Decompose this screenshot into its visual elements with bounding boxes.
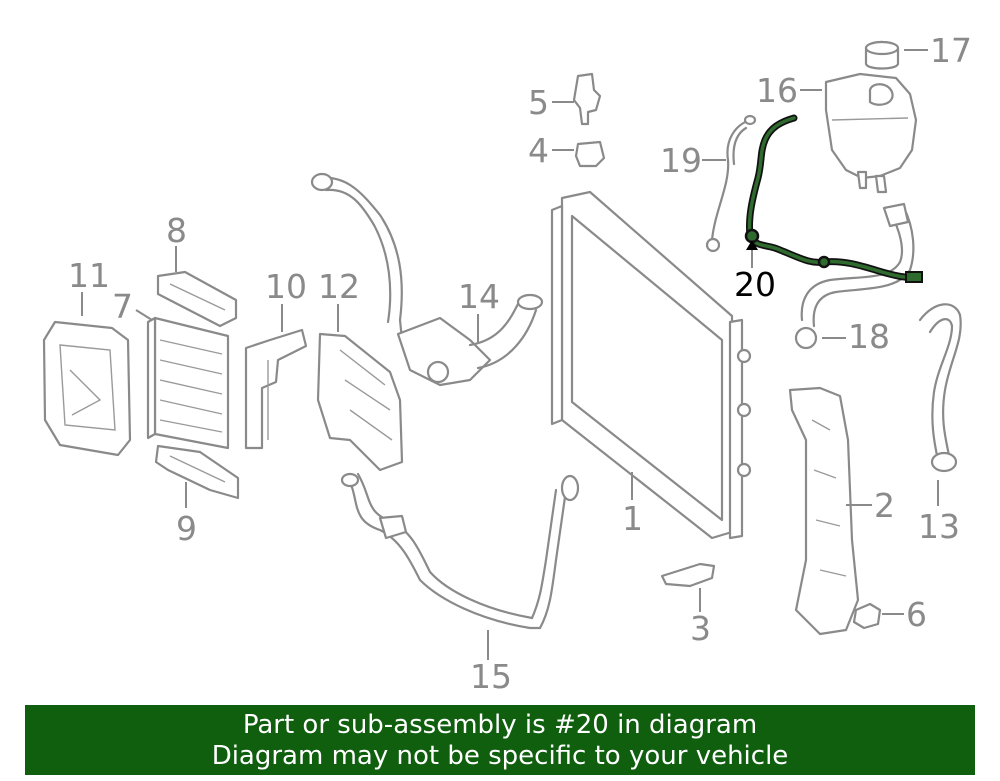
part-19-bleed-hose[interactable] [705,114,757,253]
banner-line-2: Diagram may not be specific to your vehi… [211,741,789,771]
part-20-clamp [817,255,831,269]
callout-1[interactable]: 1 [622,499,643,538]
part-16-expansion-tank[interactable] [824,72,918,194]
callout-19[interactable]: 19 [660,141,702,180]
callout-9[interactable]: 9 [176,509,197,548]
callout-5[interactable]: 5 [528,83,549,122]
part-8-bracket[interactable] [156,270,238,328]
part-10-mount-bracket[interactable] [244,328,308,450]
callout-2[interactable]: 2 [874,486,895,525]
callout-8[interactable]: 8 [166,211,187,250]
callout-14[interactable]: 14 [458,277,500,316]
part-12-air-guide[interactable] [316,332,404,472]
part-14-upper-hose[interactable] [310,172,544,387]
part-3-clip-bracket[interactable] [660,562,716,588]
callout-13[interactable]: 13 [918,507,960,546]
leader-7 [135,309,153,321]
callout-3[interactable]: 3 [690,609,711,648]
part-17-tank-cap[interactable] [864,40,900,70]
callout-7[interactable]: 7 [112,287,133,326]
part-1-radiator[interactable] [550,190,752,540]
part-5-clip[interactable] [572,72,602,126]
part-18-hose[interactable] [794,202,915,350]
notice-banner: Part or sub-assembly is #20 in diagram D… [25,705,975,775]
leader-20-arrow [746,240,758,250]
part-13-hose[interactable] [918,303,962,473]
part-15-lower-pipe[interactable] [340,472,580,630]
parts-diagram: 11 7 8 9 10 12 [42,31,972,696]
callout-17[interactable]: 17 [930,31,972,70]
callout-10[interactable]: 10 [265,267,307,306]
callout-4[interactable]: 4 [528,131,549,170]
part-4-rubber-mount[interactable] [574,140,606,168]
banner-line-1: Part or sub-assembly is #20 in diagram [242,710,758,740]
part-7-aux-radiator[interactable] [146,316,230,450]
part-6-nut[interactable] [852,602,882,630]
part-20-hose-body [747,116,920,280]
callout-12[interactable]: 12 [318,267,360,306]
callout-20[interactable]: 20 [734,265,776,304]
part-11-shroud-panel[interactable] [42,320,132,457]
part-2-side-guide[interactable] [788,386,860,636]
callout-6[interactable]: 6 [906,595,927,634]
callout-15[interactable]: 15 [470,657,512,696]
callout-18[interactable]: 18 [848,317,890,356]
callout-11[interactable]: 11 [68,256,110,295]
part-20-highlighted-hose[interactable] [744,114,923,283]
part-20-end-fitting [905,271,923,283]
callout-16[interactable]: 16 [756,71,798,110]
part-9-lower-bracket[interactable] [154,444,240,500]
